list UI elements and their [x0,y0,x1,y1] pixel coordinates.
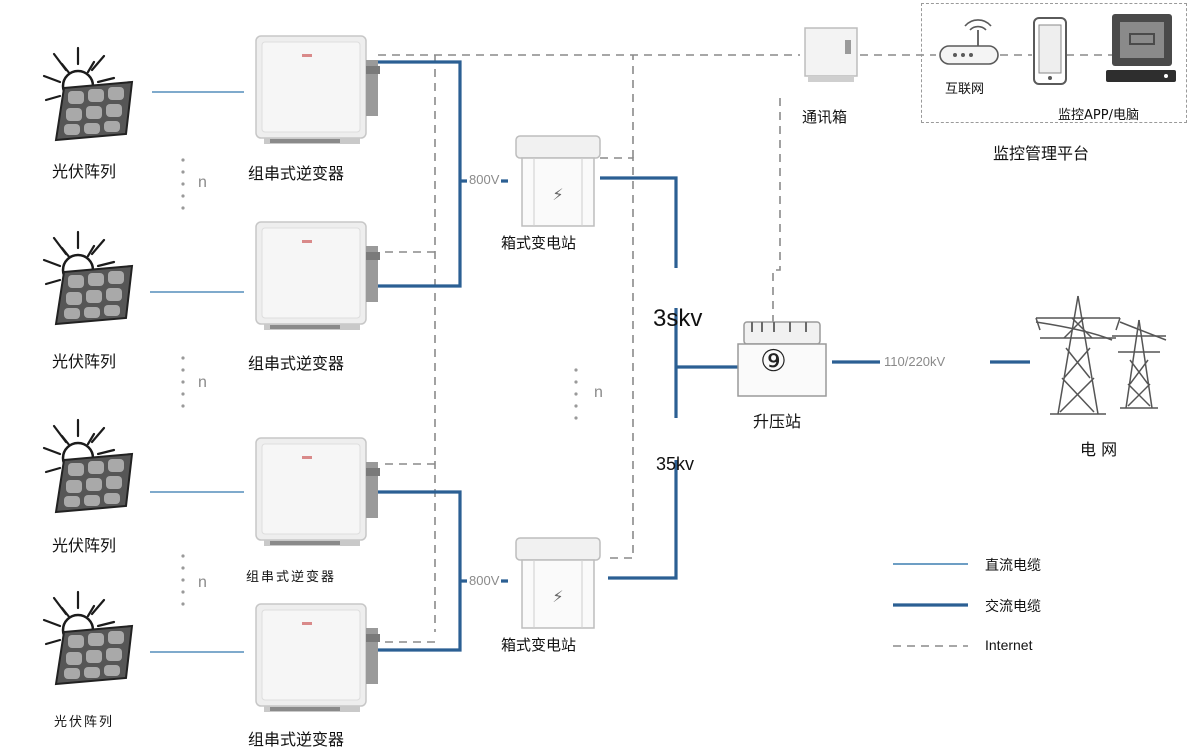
monitoring-platform-box [921,3,1187,123]
inverter-icon [255,221,381,331]
pv-panel-icon [42,590,134,686]
dc-cables [150,91,244,653]
phone-icon [1033,17,1067,85]
box-substation-icon [515,537,601,629]
voltage-grid-label: 110/220kV [882,354,948,369]
box-substation-label: 箱式变电站 [501,636,577,654]
comm-box-label: 通讯箱 [802,108,848,126]
computer-icon [1106,14,1176,82]
inverter-icon [255,603,381,713]
inverter-label: 组串式逆变器 [246,570,337,585]
inverter-label: 组串式逆变器 [248,354,345,373]
pv-panel-icon [42,418,134,514]
repeat-marker: n [198,174,207,191]
comm-box-icon [804,27,858,82]
voltage-3skv-label: 3skv [653,305,703,332]
legend-ac-label: 交流电缆 [985,599,1041,615]
legend-internet-label: Internet [985,637,1033,653]
voltage-800v-label: 800V [467,573,502,588]
pv-panel-icon [42,230,134,326]
ellipsis-dots [181,158,578,606]
internet-label: 互联网 [945,82,985,97]
voltage-35kv-label: 35kv [656,454,695,474]
pv-array-label: 光伏阵列 [52,162,117,181]
inverter-label: 组串式逆变器 [248,164,345,183]
inverter-icon [255,437,381,547]
step-up-symbol: ⑨ [760,344,787,379]
platform-label: 监控管理平台 [993,144,1090,163]
pv-panel-icon [42,46,134,142]
pv-array-label: 光伏阵列 [52,352,117,371]
repeat-marker: n [198,374,207,391]
grid-label: 电 网 [1080,440,1118,459]
legend-dc-label: 直流电缆 [985,558,1041,574]
box-substation-label: 箱式变电站 [501,234,577,252]
internet-lines [378,54,1112,643]
step-up-station-label: 升压站 [753,412,802,431]
transmission-tower-icon [1035,295,1167,415]
monitor-label: 监控APP/电脑 [1058,108,1139,123]
box-substation-icon [515,135,601,227]
voltage-800v-label: 800V [467,172,502,187]
repeat-marker: n [594,384,603,401]
inverter-label: 组串式逆变器 [248,730,345,749]
pv-array-label: 光伏阵列 [52,536,117,555]
router-icon [939,19,999,65]
repeat-marker: n [198,574,207,591]
step-up-station-icon [737,321,827,397]
inverter-icon [255,35,381,145]
pv-array-label: 光伏阵列 [54,715,115,730]
